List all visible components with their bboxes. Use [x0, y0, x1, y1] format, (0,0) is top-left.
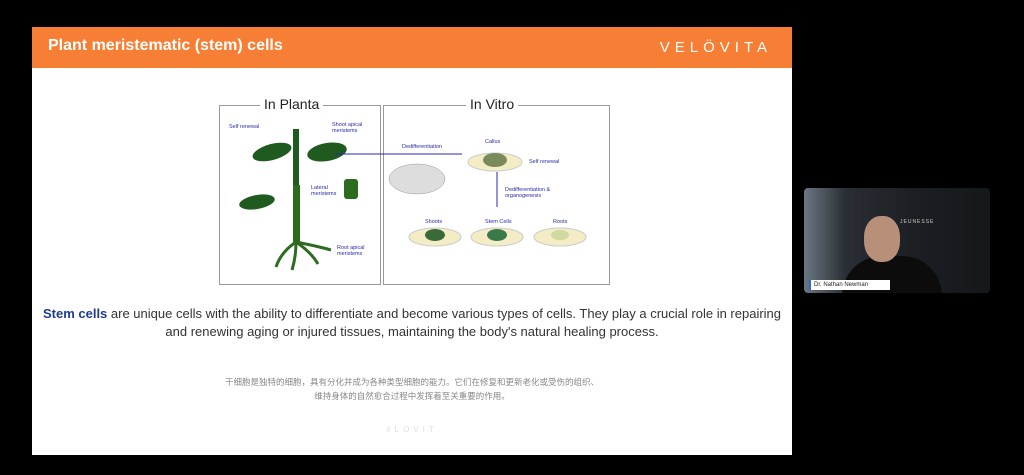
presentation-slide: Plant meristematic (stem) cells VELÖVITA… [32, 27, 792, 455]
label-self-renewal-callus: Self renewal [529, 159, 560, 165]
chinese-translation: 干细胞是独特的细胞，具有分化并成为各种类型细胞的能力。它们在修复和更新老化或受伤… [32, 375, 792, 403]
label-shoots: Shoots [425, 219, 443, 225]
in-planta-title: In Planta [260, 96, 324, 112]
description-text: are unique cells with the ability to dif… [107, 306, 782, 339]
in-vitro-panel: In Vitro [383, 96, 610, 285]
plant-illustration [239, 129, 587, 271]
chinese-line-2: 维持身体的自然愈合过程中发挥着至关重要的作用。 [314, 391, 510, 401]
slide-title: Plant meristematic (stem) cells [48, 37, 283, 54]
label-stem-cells: Stem Cells [485, 219, 512, 225]
label-lateral-meristems: Lateral meristems [311, 185, 337, 197]
participant-name-label: Dr. Nathan Newman [809, 280, 890, 290]
in-vitro-title: In Vitro [466, 96, 519, 112]
watermark: #LOVIT [386, 425, 438, 434]
label-shoot-apical-meristems: Shoot apical meristems [332, 122, 363, 134]
stem-cells-description: Stem cells are unique cells with the abi… [32, 305, 792, 341]
in-planta-panel: In Planta [219, 96, 381, 285]
stem-cells-term: Stem cells [42, 306, 108, 321]
chinese-line-1: 干细胞是独特的细胞，具有分化并成为各种类型细胞的能力。它们在修复和更新老化或受伤… [224, 377, 599, 387]
label-root-apical-meristems: Root apical meristems [337, 245, 365, 257]
label-roots: Roots [553, 219, 568, 225]
label-self-renewal: Self renewal [229, 124, 260, 130]
background-brand: JEUNESSE [900, 219, 935, 225]
stem-cell-diagram: In Planta In Vitro Self renewal Sho [217, 96, 612, 292]
slide-header: Plant meristematic (stem) cells VELÖVITA [32, 27, 792, 68]
label-organogenesis: Dedifferentiation & organogenesis [505, 187, 551, 199]
participant-video-tile[interactable]: JEUNESSE Dr. Nathan Newman [804, 188, 990, 293]
label-callus: Callus [485, 139, 501, 145]
velovita-logo: VELÖVITA [659, 39, 772, 56]
label-dedifferentiation: Dedifferentiation [402, 144, 442, 150]
speaker-face [864, 216, 900, 262]
